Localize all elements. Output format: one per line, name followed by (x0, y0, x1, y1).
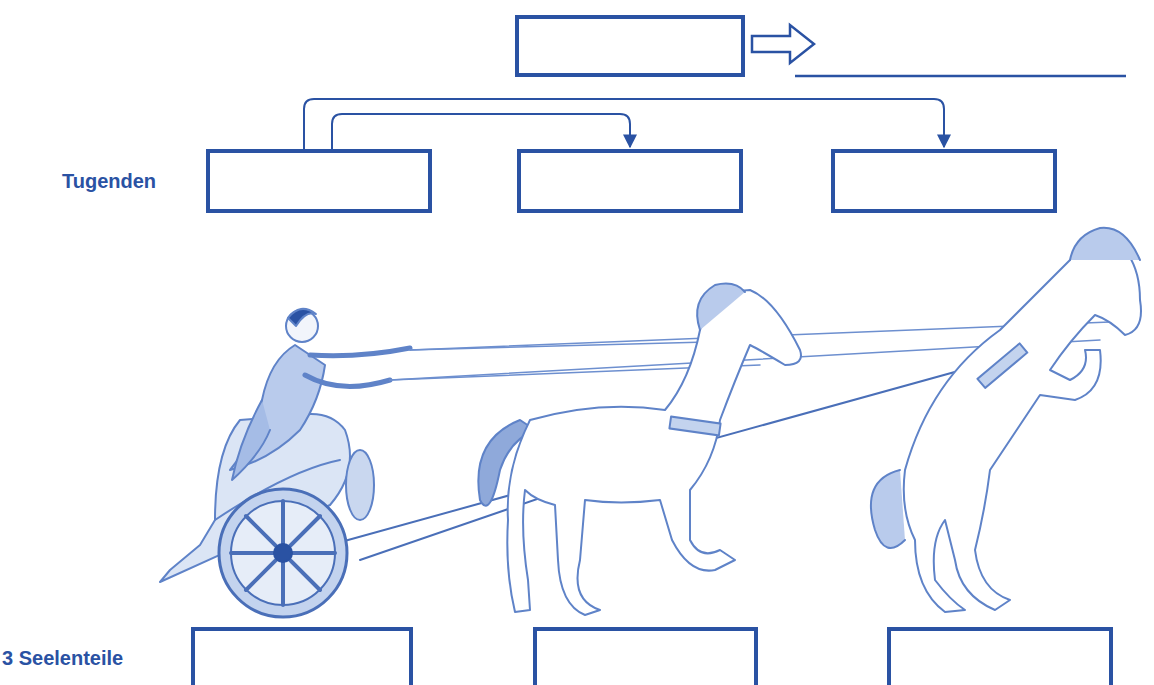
soul-part-box (191, 627, 413, 685)
row-label: Tugenden (62, 170, 156, 193)
hollow-arrow (752, 25, 814, 63)
virtue-box (831, 149, 1057, 213)
answer-box (515, 15, 745, 77)
bent-arrow (304, 99, 944, 149)
illustration (160, 228, 1141, 617)
soul-part-box (533, 627, 758, 685)
soul-part-box (887, 627, 1113, 685)
virtue-box (517, 149, 743, 213)
answer-blank-line (795, 75, 1126, 78)
virtue-box (206, 149, 432, 213)
bent-arrow (332, 114, 630, 149)
row-label: 3 Seelenteile (2, 647, 123, 670)
